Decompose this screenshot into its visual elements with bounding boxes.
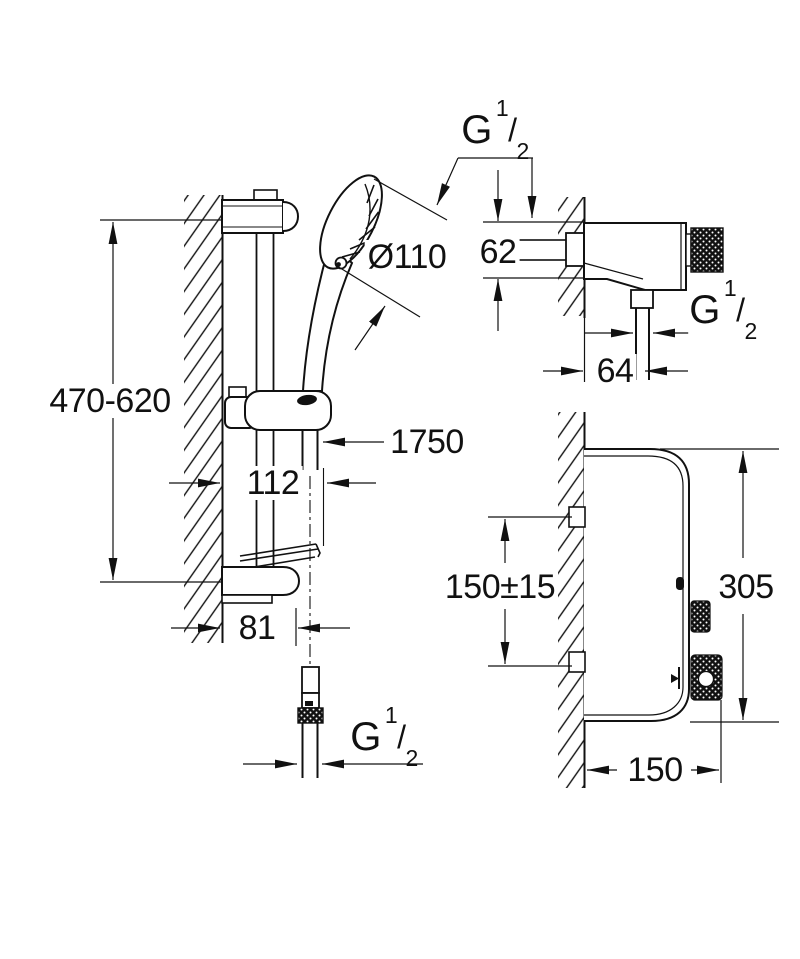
dimension-label-panel-height: 305 — [715, 570, 777, 604]
shower-rail — [255, 233, 275, 566]
view-mixer-front — [488, 412, 779, 788]
thread-denominator: 2 — [405, 745, 419, 772]
button-mark — [676, 577, 684, 590]
rail-bottom-bracket — [221, 566, 301, 604]
dimension-label-body-height: 62 — [476, 235, 520, 269]
hand-shower-handle — [301, 240, 354, 392]
thread-numerator: 1 — [723, 274, 737, 301]
mixer-body-side — [583, 222, 724, 380]
dimension-label-rail-height: 470-620 — [46, 384, 174, 418]
outlet-hose — [635, 308, 650, 380]
rail-slider — [224, 386, 332, 431]
dimension-supply-spacing — [488, 516, 572, 667]
thread-slash: / — [736, 292, 745, 329]
dimension-label-hose-length: 1750 — [387, 425, 467, 459]
thread-callout-handshower — [436, 157, 537, 218]
thread-slash: / — [397, 719, 406, 756]
thread-denominator: 2 — [516, 138, 530, 165]
hand-shower-head — [319, 174, 383, 270]
wall-hatching — [558, 412, 584, 788]
dimension-panel-height — [660, 448, 779, 723]
thread-label-hose: G1/2 — [349, 703, 419, 770]
dimension-label-head-diameter: Ø110 — [364, 240, 450, 274]
thread-numerator: 1 — [495, 94, 509, 121]
spray-face-hatching — [341, 184, 380, 258]
thread-label-outlet: G1/2 — [688, 276, 758, 343]
dimension-label-hose-offset: 112 — [243, 466, 303, 500]
thread-numerator: 1 — [384, 701, 398, 728]
wall-union-bottom — [568, 651, 586, 673]
thread-letter: G — [461, 108, 492, 153]
thread-slash: / — [508, 112, 517, 149]
temperature-knob-side — [690, 227, 724, 273]
shower-hose-lower — [301, 723, 319, 778]
rail-top-bracket — [221, 189, 300, 234]
thread-letter: G — [689, 288, 720, 333]
dimension-label-bracket-depth: 81 — [235, 611, 279, 645]
dimension-rail-height — [100, 219, 221, 583]
soap-dish — [239, 543, 321, 570]
dimension-bracket-depth — [171, 608, 350, 646]
dimension-label-supply-spacing: 150±15 — [441, 570, 559, 604]
small-knob-front — [690, 600, 711, 633]
dimension-label-outlet-offset: 64 — [593, 354, 637, 388]
wall-hatching — [184, 195, 222, 643]
thread-denominator: 2 — [744, 318, 758, 345]
shower-hose-upper — [301, 430, 319, 470]
knurled-nut — [297, 707, 324, 724]
dimension-panel-depth — [587, 700, 722, 783]
diameter-callout-head — [336, 178, 448, 351]
view-mixer-side — [483, 170, 757, 382]
outlet-nut — [630, 289, 654, 309]
dimension-outlet-offset — [543, 318, 688, 382]
thread-label-handshower: G1/2 — [460, 96, 530, 163]
hose-end-connector — [297, 666, 324, 778]
view-shower-rail-set — [100, 157, 537, 778]
mixer-body-front — [568, 448, 723, 722]
dimension-label-panel-depth: 150 — [624, 753, 686, 787]
dimension-body-height — [483, 170, 584, 331]
thread-letter: G — [350, 715, 381, 760]
indicator-mark — [671, 667, 680, 689]
